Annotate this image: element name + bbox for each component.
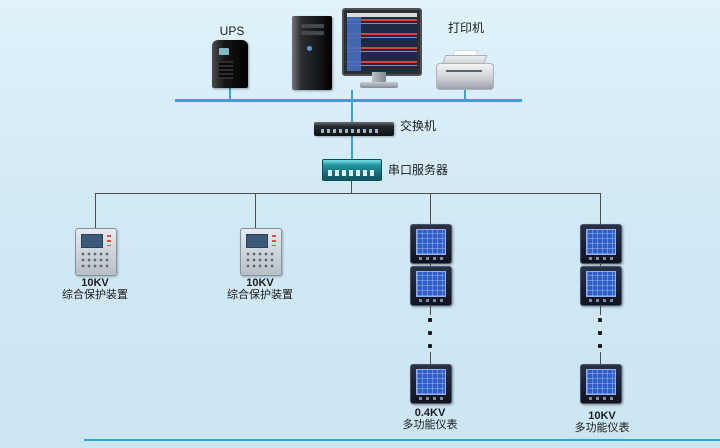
branch3-drop-line [430, 193, 431, 224]
monitor-base [360, 82, 398, 88]
ellipsis-dots [598, 318, 602, 348]
branch3-name-label: 多功能仪表 [402, 419, 458, 431]
serial-port-server [322, 159, 382, 181]
printer-label: 打印机 [447, 21, 484, 35]
ellipsis-dot [598, 344, 602, 348]
ups-label: UPS [219, 24, 245, 38]
meter-chain-line [600, 303, 601, 315]
meter-screen [586, 229, 616, 255]
computer-tower [292, 16, 332, 90]
meter-chain-line [430, 352, 431, 364]
ups-device [212, 40, 248, 88]
ellipsis-dot [428, 318, 432, 322]
multifunction-meter [410, 364, 452, 404]
ellipsis-dot [428, 344, 432, 348]
printer-drop-line [464, 88, 466, 99]
multifunction-meter [580, 364, 622, 404]
meter-chain-line [600, 261, 601, 267]
printer-output-slot [446, 70, 482, 72]
meter-screen [586, 369, 616, 395]
distribution-bus-line [95, 193, 601, 194]
branch1-voltage-label: 10KV [81, 277, 109, 289]
switch-to-serial-line [351, 136, 353, 160]
ellipsis-dots [428, 318, 432, 348]
ellipsis-dot [428, 331, 432, 335]
branch2-name-label: 综合保护装置 [227, 289, 293, 301]
serial-server-ports [328, 170, 376, 176]
meter-chain-line [600, 352, 601, 364]
monitor [342, 8, 422, 76]
ups-display [219, 48, 229, 55]
meter-buttons [589, 397, 614, 400]
branch4-name-label: 多功能仪表 [574, 422, 630, 434]
ups-drop-line [229, 86, 231, 99]
ellipsis-dot [598, 318, 602, 322]
drive-bay [301, 31, 324, 35]
meter-chain-line [430, 261, 431, 267]
switch-ports [321, 129, 381, 133]
multifunction-meter [580, 266, 622, 306]
meter-screen [416, 271, 446, 297]
drive-bay [301, 24, 324, 28]
printer-body [436, 63, 494, 90]
branch2-voltage-label: 10KV [246, 277, 274, 289]
network-switch [314, 122, 394, 136]
multifunction-meter [410, 266, 452, 306]
meter-screen [586, 271, 616, 297]
monitor-screen [347, 13, 417, 71]
meter-screen [416, 369, 446, 395]
protection-device-keypad [246, 252, 276, 269]
meter-buttons [419, 257, 444, 260]
meter-buttons [419, 397, 444, 400]
switch-label: 交换机 [400, 119, 437, 133]
protection-device-leds [272, 235, 276, 246]
monitor-stand [372, 72, 386, 82]
pc-drop-line [351, 90, 353, 99]
bottom-border-line [84, 439, 720, 441]
serial-server-label: 串口服务器 [388, 163, 449, 177]
meter-buttons [419, 299, 444, 302]
ups-vent [219, 61, 233, 79]
meter-screen [416, 229, 446, 255]
ellipsis-dot [598, 331, 602, 335]
protection-device-screen [246, 234, 268, 248]
branch4-drop-line [600, 193, 601, 224]
branch1-name-label: 综合保护装置 [62, 289, 128, 301]
protection-device-leds [107, 235, 111, 246]
multifunction-meter [410, 224, 452, 264]
protection-device-screen [81, 234, 103, 248]
serial-to-distribution-line [351, 179, 352, 194]
protection-device [75, 228, 117, 276]
meter-buttons [589, 257, 614, 260]
protection-device-keypad [81, 252, 111, 269]
branch1-drop-line [95, 193, 96, 228]
multifunction-meter [580, 224, 622, 264]
ethernet-bus-line [175, 99, 522, 102]
meter-buttons [589, 299, 614, 302]
branch2-drop-line [255, 193, 256, 228]
printer-device [436, 50, 494, 90]
branch3-voltage-label: 0.4KV [414, 407, 446, 419]
bus-to-switch-line [351, 102, 353, 123]
protection-device [240, 228, 282, 276]
meter-chain-line [430, 303, 431, 315]
branch4-voltage-label: 10KV [588, 410, 616, 422]
power-button-dot [307, 46, 312, 51]
